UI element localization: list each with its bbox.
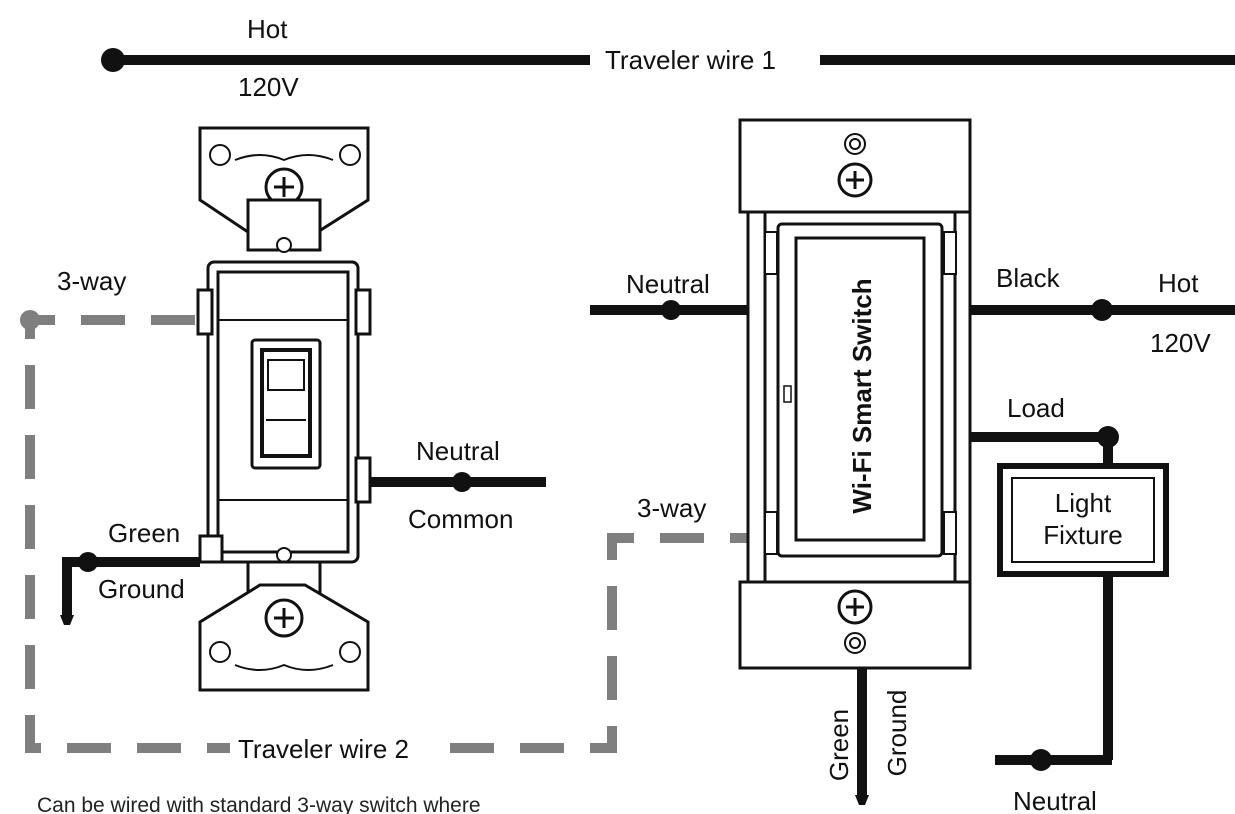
right-black-label: Black (996, 263, 1061, 293)
traveler-wire-1-label: Traveler wire 1 (605, 45, 776, 75)
left-green-label: Green (108, 518, 180, 548)
right-hot-label: Hot (1158, 268, 1199, 298)
top-voltage-label: 120V (238, 72, 299, 102)
smart-switch-wires (590, 299, 1235, 805)
standard-three-way-switch (196, 126, 372, 692)
right-neutral-label: Neutral (626, 269, 710, 299)
left-ground-label: Ground (98, 574, 185, 604)
smart-switch-label: Wi-Fi Smart Switch (847, 278, 877, 513)
light-fixture: Light Fixture (997, 463, 1169, 577)
bottom-neutral-label: Neutral (1013, 786, 1097, 814)
left-switch-wires (60, 472, 546, 625)
right-voltage-label: 120V (1150, 328, 1211, 358)
wifi-smart-switch: Wi-Fi Smart Switch (738, 118, 972, 670)
traveler-wire-2-label: Traveler wire 2 (238, 734, 409, 764)
left-neutral-label: Neutral (416, 436, 500, 466)
left-common-label: Common (408, 504, 513, 534)
caption-text: Can be wired with standard 3-way switch … (37, 794, 481, 814)
light-fixture-label-line2: Fixture (1043, 520, 1122, 550)
traveler-wire-2 (20, 310, 748, 753)
left-three-way-label: 3-way (57, 266, 126, 296)
light-fixture-label-line1: Light (1055, 488, 1112, 518)
bottom-ground-label: Ground (882, 690, 912, 777)
top-hot-label: Hot (247, 14, 288, 44)
traveler-wire-1 (101, 48, 1235, 72)
hot-connection-dot (101, 48, 125, 72)
right-load-label: Load (1007, 393, 1065, 423)
right-three-way-label: 3-way (637, 493, 706, 523)
bottom-green-label: Green (824, 709, 854, 781)
